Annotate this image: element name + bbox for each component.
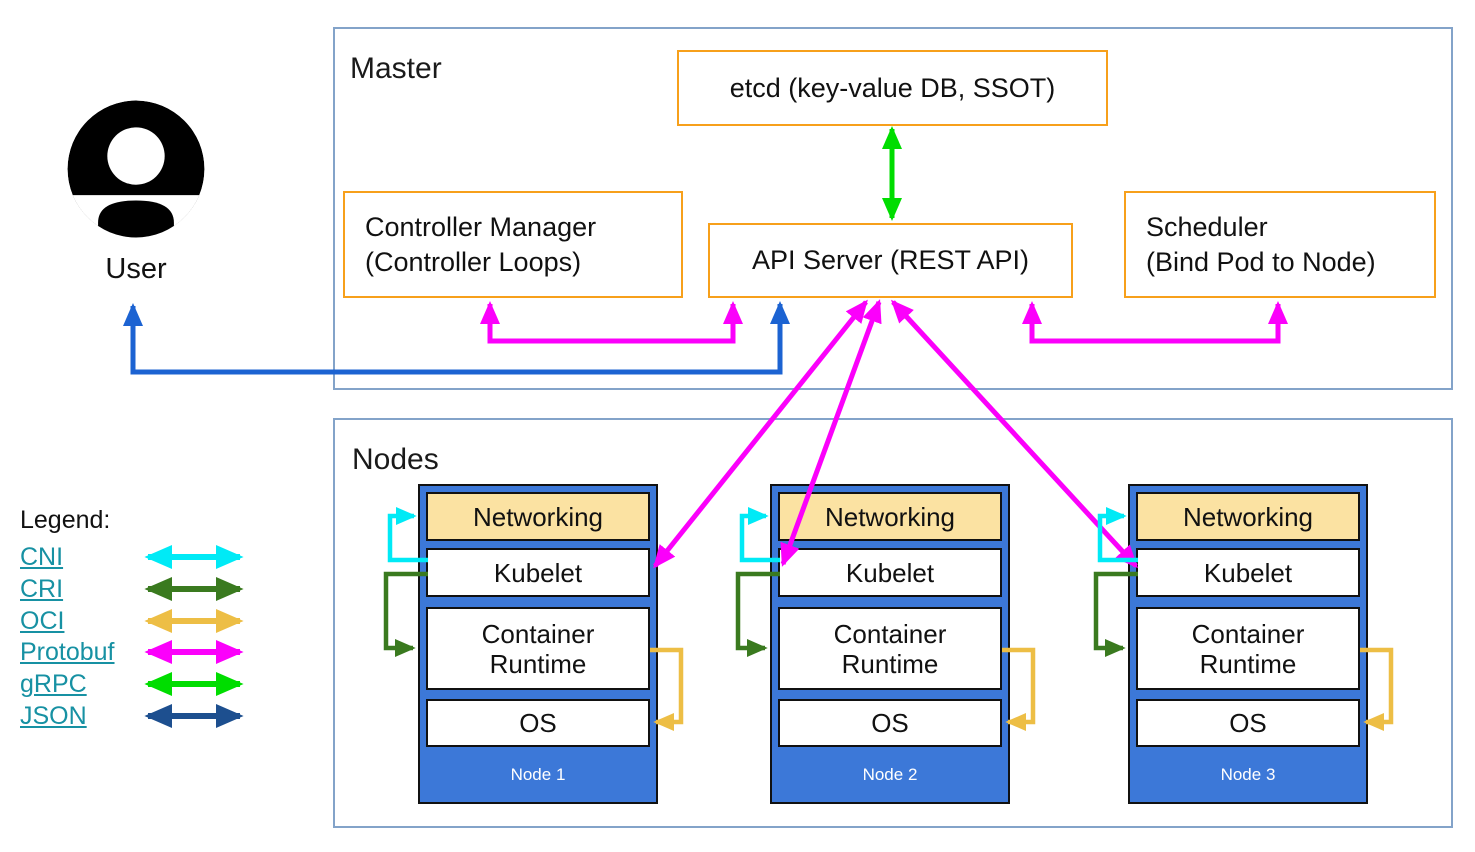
etcd-label: etcd (key-value DB, SSOT) (729, 72, 1056, 103)
api-server-label: API Server (REST API) (751, 245, 1030, 275)
node-name-label: Node 3 (1220, 764, 1276, 784)
networking-layer: Networking (1136, 492, 1360, 541)
kubelet-layer: Kubelet (1136, 548, 1360, 597)
controller-manager-box: Controller Manager (Controller Loops) (343, 191, 683, 298)
os-layer: OS (1136, 699, 1360, 747)
legend-link-grpc[interactable]: gRPC (20, 670, 87, 698)
legend-title: Legend: (20, 506, 111, 534)
networking-layer: Networking (778, 492, 1002, 541)
node-name-label: Node 1 (510, 764, 566, 784)
legend-link-cri[interactable]: CRI (20, 575, 64, 603)
legend-link-oci[interactable]: OCI (20, 607, 65, 635)
legend-link-json[interactable]: JSON (20, 702, 87, 730)
controller-manager-label: Controller Manager (365, 211, 597, 242)
legend-link-protobuf[interactable]: Protobuf (20, 638, 115, 666)
os-layer: OS (426, 699, 650, 747)
container-runtime-layer: Container Runtime (426, 607, 650, 690)
kubelet-layer: Kubelet (426, 548, 650, 597)
controller-manager-sublabel: (Controller Loops) (365, 246, 582, 277)
nodes-title: Nodes (352, 443, 439, 476)
scheduler-label: Scheduler (1146, 211, 1268, 242)
api-server-box: API Server (REST API) (708, 223, 1073, 298)
node-name-label: Node 2 (862, 764, 918, 784)
container-runtime-layer: Container Runtime (778, 607, 1002, 690)
os-layer: OS (778, 699, 1002, 747)
node-1: Networking Kubelet Container Runtime OS … (418, 484, 658, 804)
kubelet-layer: Kubelet (778, 548, 1002, 597)
node-2: Networking Kubelet Container Runtime OS … (770, 484, 1010, 804)
etcd-box: etcd (key-value DB, SSOT) (677, 50, 1108, 126)
scheduler-sublabel: (Bind Pod to Node) (1146, 246, 1376, 277)
user-icon (67, 100, 205, 238)
container-runtime-layer: Container Runtime (1136, 607, 1360, 690)
node-3: Networking Kubelet Container Runtime OS … (1128, 484, 1368, 804)
networking-layer: Networking (426, 492, 650, 541)
user-label: User (105, 253, 167, 285)
master-title: Master (350, 52, 442, 85)
scheduler-box: Scheduler (Bind Pod to Node) (1124, 191, 1436, 298)
legend-link-cni[interactable]: CNI (20, 543, 64, 571)
